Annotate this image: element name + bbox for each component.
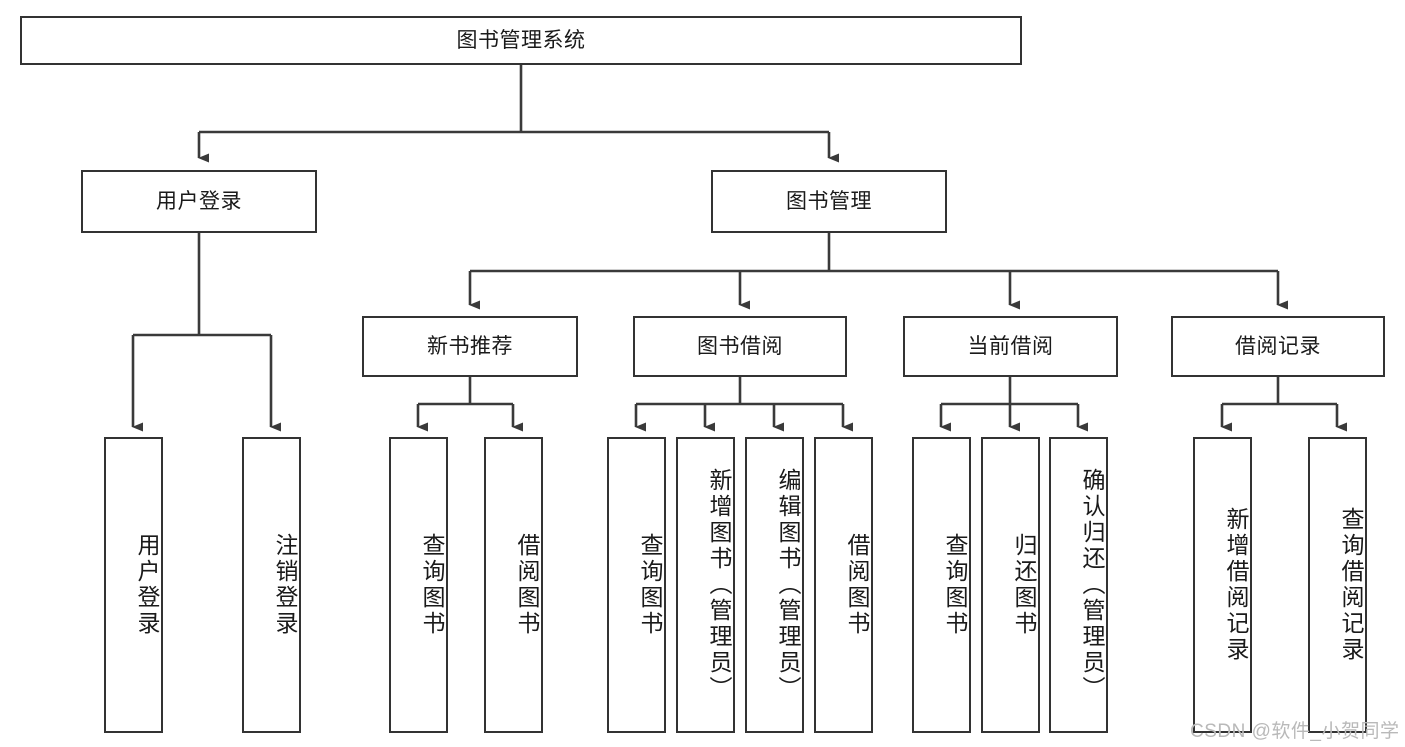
node-book-borrow-label: 图书借阅 [697,334,783,358]
node-leaf-borrow-book-1[interactable]: 借阅图书 [484,437,543,733]
node-user-login[interactable]: 用户登录 [81,170,317,233]
node-leaf-add-record-label: 新增借阅记录 [1223,507,1249,663]
node-book-manage[interactable]: 图书管理 [711,170,947,233]
node-leaf-user-logout[interactable]: 注销登录 [242,437,301,733]
node-leaf-query-record[interactable]: 查询借阅记录 [1308,437,1367,733]
node-leaf-confirm-return[interactable]: 确认归还（管理员） [1049,437,1108,733]
node-borrow-record[interactable]: 借阅记录 [1171,316,1385,377]
node-leaf-edit-book[interactable]: 编辑图书（管理员） [745,437,804,733]
node-user-login-label: 用户登录 [156,189,242,213]
node-root[interactable]: 图书管理系统 [20,16,1022,65]
csdn-watermark: CSDN @软件_小贺同学 [1190,721,1400,742]
node-current-borrow[interactable]: 当前借阅 [903,316,1118,377]
node-borrow-record-label: 借阅记录 [1235,334,1321,358]
node-leaf-borrow-book-1-label: 借阅图书 [514,533,540,637]
node-leaf-user-login[interactable]: 用户登录 [104,437,163,733]
node-leaf-query-book-1[interactable]: 查询图书 [389,437,448,733]
node-book-manage-label: 图书管理 [786,189,872,213]
node-new-book-recommend[interactable]: 新书推荐 [362,316,578,377]
node-leaf-borrow-book-2-label: 借阅图书 [844,533,870,637]
node-leaf-query-book-1-label: 查询图书 [419,533,445,637]
node-leaf-query-book-3-label: 查询图书 [942,533,968,637]
node-leaf-borrow-book-2[interactable]: 借阅图书 [814,437,873,733]
node-leaf-query-book-2-label: 查询图书 [637,533,663,637]
node-new-book-recommend-label: 新书推荐 [427,334,513,358]
node-leaf-return-book-label: 归还图书 [1011,533,1037,637]
node-leaf-edit-book-label: 编辑图书（管理员） [775,468,801,702]
node-leaf-confirm-return-label: 确认归还（管理员） [1079,468,1105,702]
node-leaf-query-book-3[interactable]: 查询图书 [912,437,971,733]
node-leaf-query-book-2[interactable]: 查询图书 [607,437,666,733]
node-leaf-user-logout-label: 注销登录 [272,533,298,637]
node-leaf-user-login-label: 用户登录 [134,533,160,637]
node-leaf-return-book[interactable]: 归还图书 [981,437,1040,733]
node-leaf-add-book[interactable]: 新增图书（管理员） [676,437,735,733]
node-leaf-query-record-label: 查询借阅记录 [1338,507,1364,663]
node-leaf-add-record[interactable]: 新增借阅记录 [1193,437,1252,733]
node-book-borrow[interactable]: 图书借阅 [633,316,847,377]
node-root-label: 图书管理系统 [456,28,586,52]
node-current-borrow-label: 当前借阅 [967,334,1054,358]
node-leaf-add-book-label: 新增图书（管理员） [706,468,732,702]
